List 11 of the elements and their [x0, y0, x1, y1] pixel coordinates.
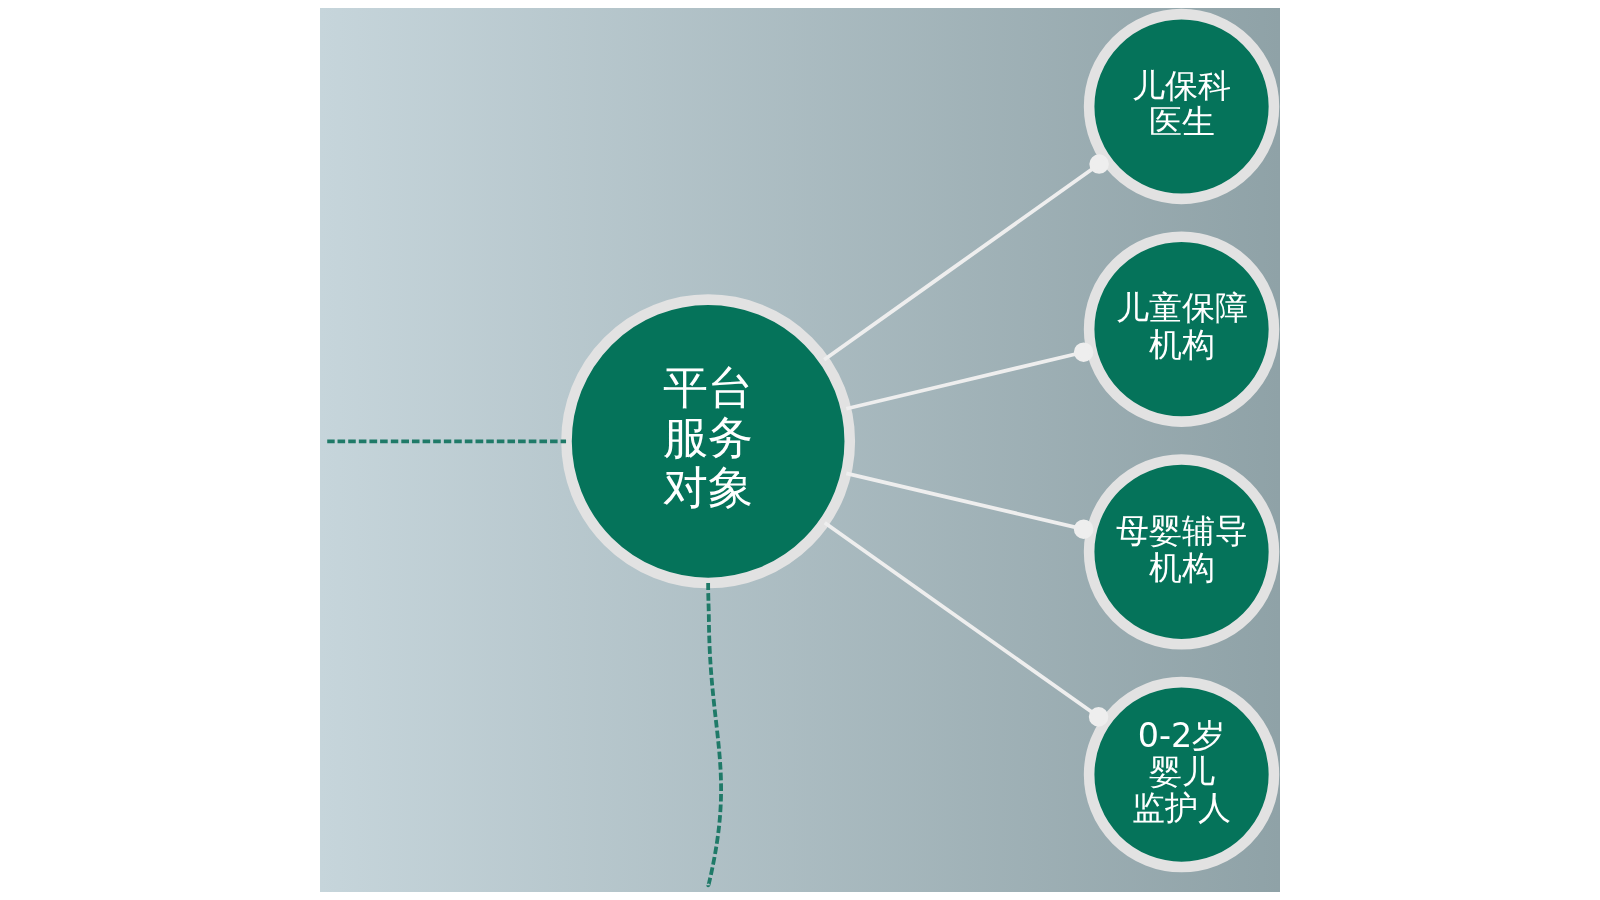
connector [845, 471, 1094, 539]
connector [823, 521, 1109, 727]
node-circle: 平台服务对象 [561, 294, 856, 589]
node-circle: 儿保科医生 [1083, 8, 1280, 205]
node-circle: 母婴辅导机构 [1083, 454, 1280, 650]
connector [706, 582, 723, 886]
node-circle: 0-2岁婴儿监护人 [1083, 676, 1280, 873]
node-circle: 儿童保障机构 [1083, 231, 1280, 427]
connector [327, 439, 567, 444]
connector [845, 342, 1094, 411]
connector [823, 154, 1109, 362]
